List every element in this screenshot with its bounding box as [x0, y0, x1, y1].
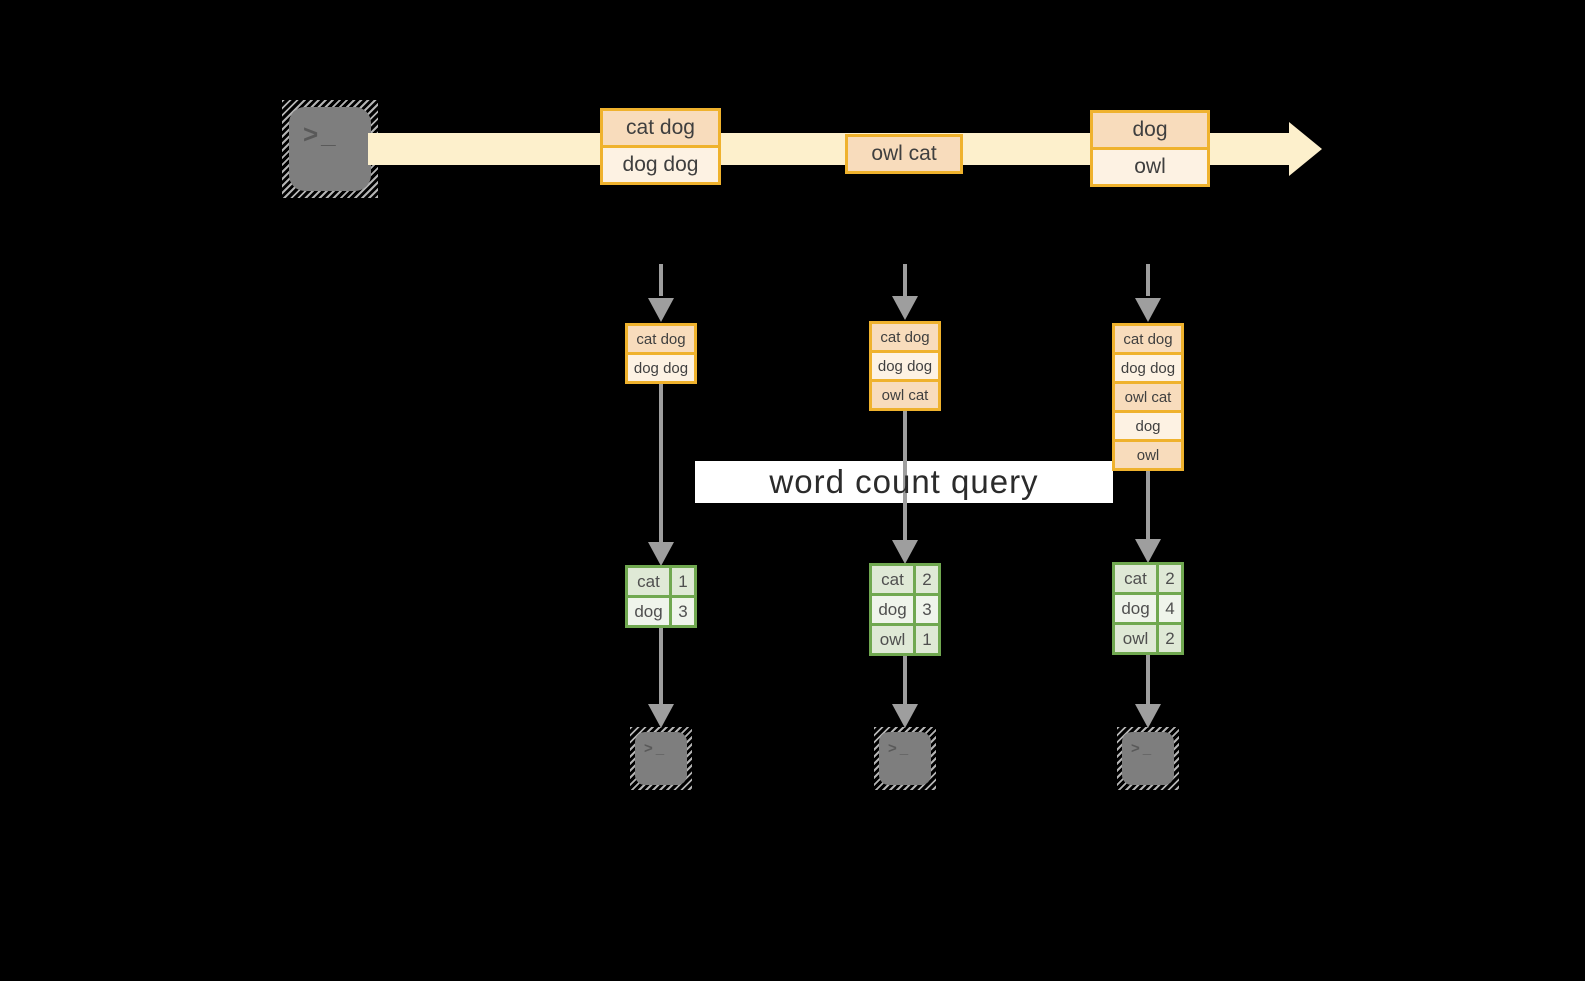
stream-event-line: dog dog — [600, 145, 721, 185]
count-cell: 3 — [669, 595, 697, 628]
sink-terminal-icon: >_ — [630, 727, 692, 790]
batch-dashed-arrow-stem — [903, 264, 907, 296]
word-cell: owl — [1112, 622, 1159, 655]
micro-batch-line: cat dog — [869, 321, 941, 353]
output-arrow-stem — [659, 628, 663, 705]
batch-dashed-arrow-head — [1135, 298, 1161, 322]
query-arrow-stem — [1146, 471, 1150, 540]
query-arrow-head — [892, 540, 918, 564]
micro-batch-line: owl cat — [1112, 381, 1184, 413]
sink-terminal-icon: >_ — [874, 727, 936, 790]
count-cell: 3 — [913, 593, 941, 626]
batch-dashed-arrow-head — [892, 296, 918, 320]
stream-event-line: cat dog — [600, 108, 721, 148]
count-cell: 2 — [1156, 562, 1184, 595]
terminal-prompt-icon: >_ — [303, 119, 339, 149]
word-cell: dog — [1112, 592, 1159, 625]
count-cell: 2 — [913, 563, 941, 596]
micro-batch-line: dog dog — [1112, 352, 1184, 384]
sink-terminal-icon: >_ — [1117, 727, 1179, 790]
count-cell: 4 — [1156, 592, 1184, 625]
micro-batch-line: dog — [1112, 410, 1184, 442]
micro-batch-line: owl cat — [869, 379, 941, 411]
query-arrow-stem — [903, 411, 907, 541]
batch-dashed-arrow-head — [648, 298, 674, 322]
stream-event-box: owl cat — [845, 134, 963, 174]
batch-dashed-arrow-stem — [1146, 264, 1150, 296]
word-cell: dog — [625, 595, 672, 628]
stream-event-line: owl cat — [845, 134, 963, 174]
micro-batch-line: owl — [1112, 439, 1184, 471]
terminal-screen: >_ — [289, 107, 371, 191]
terminal-screen: >_ — [635, 732, 687, 785]
stream-event-line: dog — [1090, 110, 1210, 150]
query-arrow-head — [648, 542, 674, 566]
word-cell: dog — [869, 593, 916, 626]
terminal-screen: >_ — [1122, 732, 1174, 785]
input-stream-arrowhead — [1289, 122, 1322, 176]
output-arrow-stem — [1146, 655, 1150, 705]
micro-batch-line: cat dog — [625, 323, 697, 355]
batch-dashed-arrow-stem — [659, 264, 663, 296]
count-cell: 1 — [913, 623, 941, 656]
query-arrow-stem — [659, 384, 663, 543]
output-arrow-head — [1135, 704, 1161, 728]
micro-batch-line: dog dog — [625, 352, 697, 384]
word-cell: cat — [1112, 562, 1159, 595]
output-arrow-head — [892, 704, 918, 728]
terminal-prompt-icon: >_ — [1131, 740, 1155, 757]
stream-event-line: owl — [1090, 147, 1210, 187]
source-terminal-icon: >_ — [282, 100, 378, 198]
word-cell: cat — [869, 563, 916, 596]
output-arrow-stem — [903, 656, 907, 705]
micro-batch-line: dog dog — [869, 350, 941, 382]
query-arrow-head — [1135, 539, 1161, 563]
word-count-query-label: word count query — [769, 463, 1039, 500]
count-cell: 1 — [669, 565, 697, 598]
word-cell: cat — [625, 565, 672, 598]
count-cell: 2 — [1156, 622, 1184, 655]
micro-batch-line: cat dog — [1112, 323, 1184, 355]
terminal-prompt-icon: >_ — [644, 740, 668, 757]
word-cell: owl — [869, 623, 916, 656]
terminal-prompt-icon: >_ — [888, 740, 912, 757]
output-arrow-head — [648, 704, 674, 728]
terminal-screen: >_ — [879, 732, 931, 785]
